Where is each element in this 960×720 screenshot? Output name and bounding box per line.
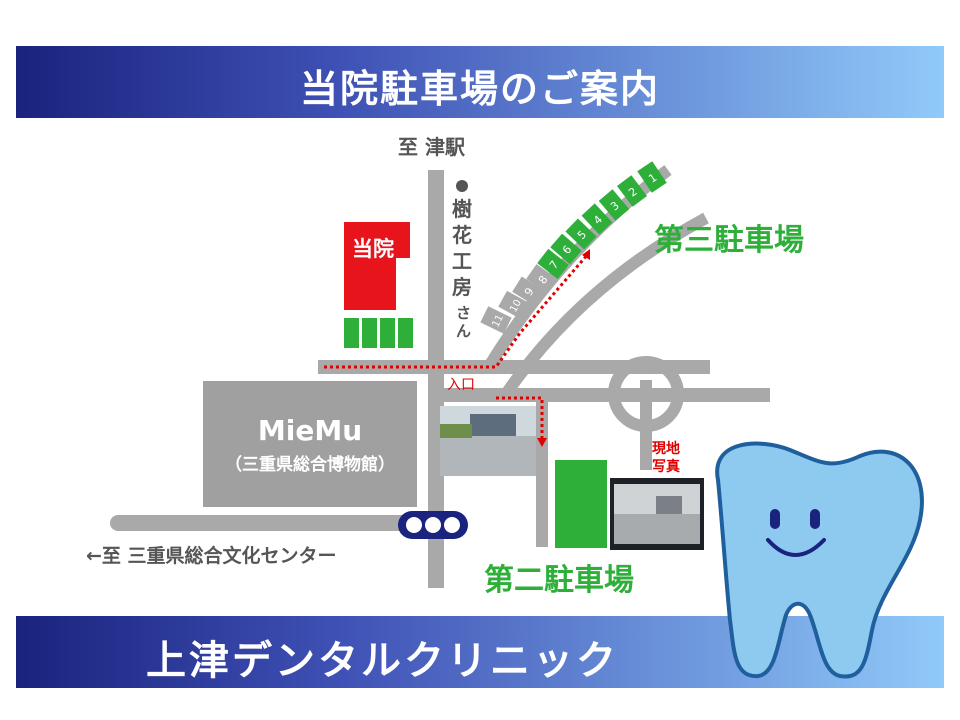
svg-text:10: 10 [508,298,524,314]
entrance-photo [440,406,536,476]
clinic-parking-space [344,318,359,348]
parking-3-label: 第三駐車場 [654,223,804,258]
lot-space-2: 2 [616,175,648,207]
clinic-parking-space [362,318,377,348]
lot-space-9: 9 [512,276,544,306]
shop-marker-icon [456,180,468,192]
parking-3-spaces: 1 2 3 4 5 6 7 8 [480,161,667,334]
clinic-parking-space [398,318,413,348]
svg-text:11: 11 [491,313,506,329]
parking-2-lot [555,460,607,548]
clinic-parking [344,318,413,348]
lot-space-4: 4 [581,203,613,235]
lot-space-10: 10 [498,290,530,320]
route-to-parking-3 [324,253,590,369]
museum-name: MieMu [258,414,362,447]
road-horizontal-lower [440,388,770,402]
lot-space-1: 1 [637,161,667,193]
entrance-photo-road [440,436,536,476]
footer-banner: 上津デンタルクリニック [16,616,944,688]
header-banner: 当院駐車場のご案内 [16,46,944,118]
lot-space-5: 5 [565,218,597,250]
shop-char-4: 房 [452,275,472,299]
main-road-vertical [428,170,444,588]
shop-char-2: 花 [452,223,472,247]
route-arrow-3-icon [582,249,590,260]
traffic-signal-icon [398,511,468,539]
site-photo-label-line2: 写真 [652,458,680,475]
site-photo-ground [614,514,700,544]
roundabout [608,356,684,432]
route-to-parking-2 [496,396,544,440]
lot-space-6: 6 [550,233,582,265]
site-photo-house [656,496,682,514]
parking-2-label: 第二駐車場 [484,563,634,598]
clinic-name: 上津デンタルクリニック [146,638,619,684]
site-photo [610,478,704,550]
lot-space-3: 3 [598,189,630,221]
clinic-building [344,222,410,310]
site-photo-label-line1: 現地 [652,440,680,457]
museum-full-name: （三重県総合博物館） [225,454,395,475]
shop-char-3: 工 [452,249,472,273]
road-to-culture-center [110,515,410,531]
clinic-parking-space [380,318,395,348]
entrance-photo-house [470,414,516,436]
entrance-label: 入口 [447,377,475,393]
clinic-label: 当院 [352,237,394,261]
lot-space-11: 11 [480,306,512,334]
shop-char-1: 樹 [452,197,472,221]
shop-label: 樹 花 工 房 さ ん [452,197,472,340]
road-horizontal-upper [318,360,710,374]
road-side-vertical [536,395,548,547]
shop-char-6: ん [456,322,471,340]
lot-space-8: 8 [526,264,558,294]
shop-char-5: さ [456,304,471,322]
to-station-label: 至 津駅 [398,135,465,159]
page-title: 当院駐車場のご案内 [299,67,660,111]
entrance-photo-trees [440,424,472,438]
to-culture-center-label: ←至 三重県総合文化センター [86,544,337,567]
lot-space-7: 7 [537,248,569,280]
museum-building [203,381,417,507]
entrance-route [324,249,590,447]
curved-road-outer [501,212,709,398]
route-arrow-2-icon [537,438,547,447]
